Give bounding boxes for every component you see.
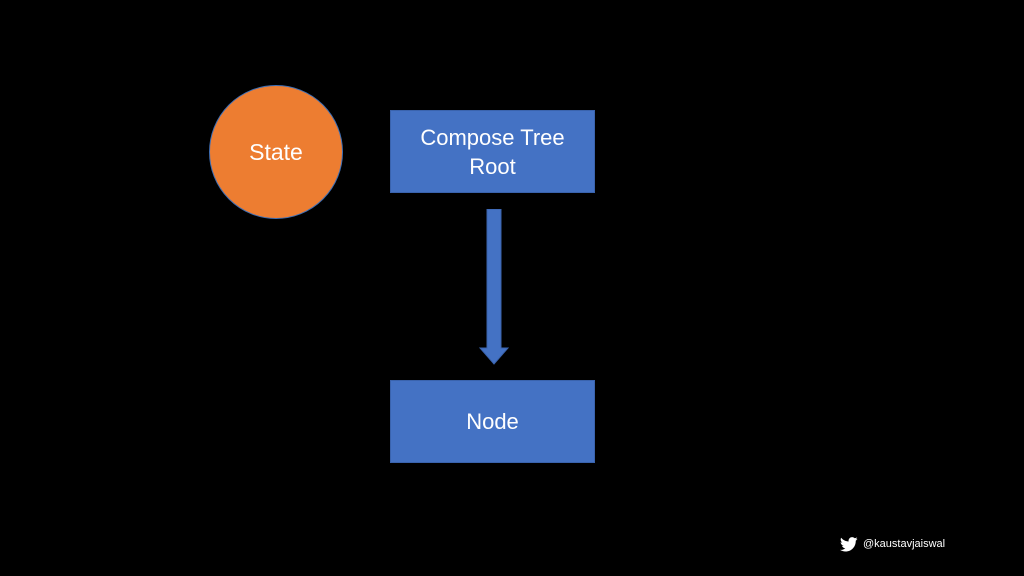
root-node-label-line-2: Root	[469, 153, 516, 179]
root-node-label-line-1: Compose Tree	[420, 124, 565, 150]
compose-tree-root-node: Compose Tree Root	[390, 110, 595, 193]
child-node: Node	[390, 380, 595, 463]
twitter-handle[interactable]: @kaustavjaiswal	[863, 538, 946, 550]
down-arrow-edge	[478, 209, 510, 365]
child-node-label: Node	[466, 409, 519, 434]
footer-credit: @kaustavjaiswal	[840, 534, 945, 554]
state-node: State	[209, 85, 343, 219]
state-node-label: State	[249, 138, 303, 165]
twitter-bird-icon	[840, 536, 858, 552]
